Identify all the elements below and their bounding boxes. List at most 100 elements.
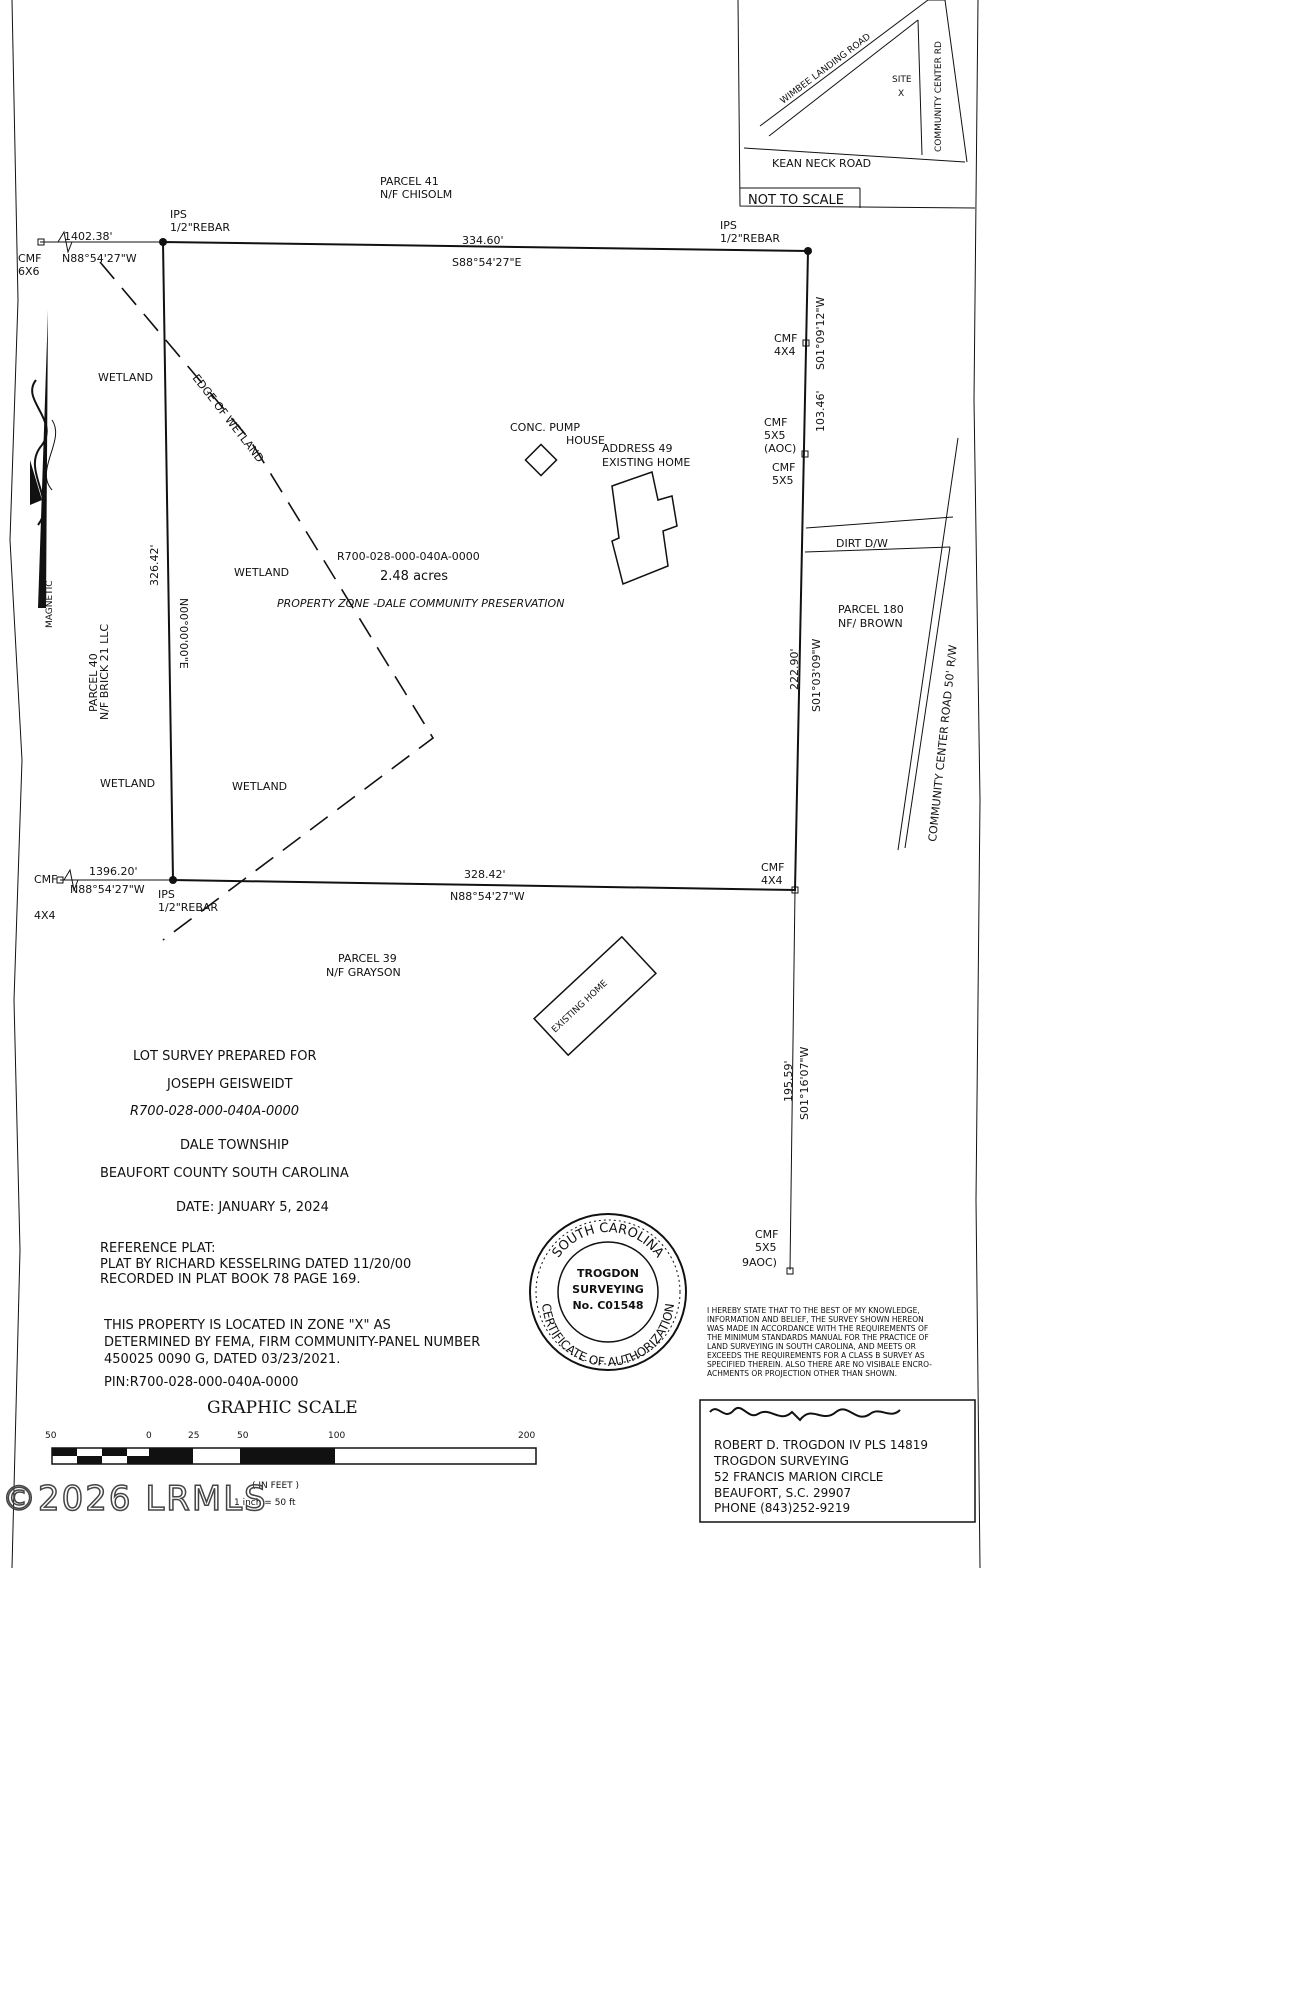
road-right-of-way-line xyxy=(897,437,959,851)
wimbee-road-line xyxy=(759,0,929,127)
vicinity-map: WIMBEE LANDING ROAD COMMUNITY CENTER RD … xyxy=(737,0,976,209)
parcel-40-name: PARCEL 40 xyxy=(87,653,100,712)
seal-state: SOUTH CAROLINA xyxy=(550,1221,667,1261)
e-cmf2-note: (AOC) xyxy=(764,442,796,455)
north-bearing: S88°54'27"E xyxy=(452,256,522,269)
flood-note: THIS PROPERTY IS LOCATED IN ZONE "X" AS … xyxy=(103,1318,480,1390)
se-cmf-size: 4X4 xyxy=(761,874,783,887)
ne-ips-desc: 1/2"REBAR xyxy=(720,232,780,245)
south-home-label: EXISTING HOME xyxy=(550,978,610,1035)
east-top-distance: 103.46' xyxy=(814,390,827,432)
road-and-driveway xyxy=(804,437,959,851)
parcel-180-owner: NF/ BROWN xyxy=(838,617,903,630)
e-cmf1-marker xyxy=(802,339,810,347)
scale-tick-50: 50 xyxy=(237,1431,249,1441)
surveyor-name: ROBERT D. TROGDON IV PLS 14819 xyxy=(714,1438,928,1452)
scale-ratio: 1 inch = 50 ft xyxy=(234,1498,296,1508)
scale-tick-0: 0 xyxy=(146,1431,152,1441)
sw-ips-marker xyxy=(169,876,177,884)
se-cmf-label: CMF xyxy=(761,861,785,874)
edge-of-wetland-line xyxy=(99,261,435,941)
cert-line: INFORMATION AND BELIEF, THE SURVEY SHOWN… xyxy=(707,1315,924,1324)
sw-tie-bearing: N88°54'27"W xyxy=(70,883,145,896)
s-cmf-marker xyxy=(786,1267,794,1275)
parcel-41-owner: N/F CHISOLM xyxy=(380,188,452,201)
cert-line: I HEREBY STATE THAT TO THE BEST OF MY KN… xyxy=(707,1306,920,1315)
east-low-bearing: S01°16'07"W xyxy=(798,1046,811,1120)
cert-line: SPECIFIED THEREIN. ALSO THERE ARE NO VIS… xyxy=(707,1360,932,1369)
township: DALE TOWNSHIP xyxy=(180,1138,289,1153)
east-top-bearing: S01°09'12"W xyxy=(814,296,827,370)
home-existing-label: EXISTING HOME xyxy=(602,456,690,469)
vicinity-site-label: SITE xyxy=(892,75,912,85)
certification-statement: I HEREBY STATE THAT TO THE BEST OF MY KN… xyxy=(706,1306,932,1378)
cert-line: ACHMENTS OR PROJECTION OTHER THAN SHOWN. xyxy=(707,1369,897,1378)
scale-title: GRAPHIC SCALE xyxy=(207,1398,358,1418)
e-cmf2-size: 5X5 xyxy=(764,429,786,442)
seal-certificate: CERTIFICATE OF AUTHORIZATION xyxy=(539,1303,677,1370)
sw-cmf-marker xyxy=(56,876,64,884)
cert-line: WAS MADE IN ACCORDANCE WITH THE REQUIREM… xyxy=(707,1324,928,1333)
survey-date: DATE: JANUARY 5, 2024 xyxy=(176,1200,329,1215)
s-cmf-note: 9AOC) xyxy=(742,1256,777,1269)
e-cmf2-label: CMF xyxy=(764,416,788,429)
surveyor-city: BEAUFORT, S.C. 29907 xyxy=(714,1486,851,1500)
south-bearing: N88°54'27"W xyxy=(450,890,525,903)
se-cmf-marker xyxy=(791,886,799,894)
south-home-shape xyxy=(533,935,657,1057)
parcel-180-name: PARCEL 180 xyxy=(838,603,904,616)
east-mid-distance: 222.90' xyxy=(788,648,801,690)
nw-cmf-label: CMF xyxy=(18,252,42,265)
scale-units: ( IN FEET ) xyxy=(252,1481,299,1491)
flood-line3: 450025 0090 G, DATED 03/23/2021. xyxy=(104,1352,340,1367)
home-address: ADDRESS 49 xyxy=(602,442,673,455)
zone-label: PROPERTY ZONE -DALE COMMUNITY PRESERVATI… xyxy=(277,597,564,610)
scale-tick-25: 25 xyxy=(188,1431,199,1441)
sw-cmf-size: 4X4 xyxy=(34,909,56,922)
pump-house-label-2: HOUSE xyxy=(566,434,605,447)
wetland-label: WETLAND xyxy=(232,780,287,793)
nw-cmf-size: 6X6 xyxy=(18,265,40,278)
lot-boundary xyxy=(40,230,810,1271)
e-cmf1-size: 4X4 xyxy=(774,345,796,358)
west-distance: 326.42' xyxy=(148,544,161,586)
scale-tick-100: 100 xyxy=(328,1431,345,1441)
title-line1: LOT SURVEY PREPARED FOR xyxy=(133,1049,316,1064)
e-cmf3-size: 5X5 xyxy=(772,474,794,487)
surveyor-signature xyxy=(709,1407,901,1422)
nw-cmf-marker xyxy=(37,238,45,246)
cert-line: THE MINIMUM STANDARDS MANUAL FOR THE PRA… xyxy=(706,1333,929,1342)
reference-plat: REFERENCE PLAT: PLAT BY RICHARD KESSELRI… xyxy=(100,1241,411,1287)
nw-ips-label: IPS xyxy=(170,208,187,221)
ne-ips-marker xyxy=(804,247,812,255)
monument-markers xyxy=(37,238,812,1275)
cert-line: EXCEEDS THE REQUIREMENTS FOR A CLASS B S… xyxy=(707,1351,925,1360)
north-arrow-label: MAGNETIC xyxy=(45,580,55,628)
north-distance: 334.60' xyxy=(462,234,504,247)
surveyor-phone: PHONE (843)252-9219 xyxy=(714,1501,850,1515)
wetland-label: WETLAND xyxy=(234,566,289,579)
nw-tie-bearing: N88°54'27"W xyxy=(62,252,137,265)
surveyor-address: 52 FRANCIS MARION CIRCLE xyxy=(714,1470,883,1484)
acreage: 2.48 acres xyxy=(380,569,448,584)
sheet-border xyxy=(9,0,981,1568)
sw-cmf-label: CMF xyxy=(34,873,58,886)
east-mid-bearing: S01°03'09"W xyxy=(810,638,823,712)
vicinity-community-center-road: COMMUNITY CENTER RD xyxy=(934,41,944,152)
edge-of-wetland-label: EDGE OF WETLAND xyxy=(190,372,267,465)
seal-firm: TROGDON xyxy=(577,1267,639,1280)
surveyor-seal: SOUTH CAROLINA CERTIFICATE OF AUTHORIZAT… xyxy=(529,1213,687,1371)
pump-house-label: CONC. PUMP xyxy=(510,421,580,434)
e-cmf3-label: CMF xyxy=(772,461,796,474)
nw-tie-distance: 1402.38' xyxy=(64,230,113,243)
s-cmf-label: CMF xyxy=(755,1228,779,1241)
driveway-label: DIRT D/W xyxy=(836,537,888,550)
sw-ips-label: IPS xyxy=(158,888,175,901)
seal-firm-2: SURVEYING xyxy=(572,1283,644,1296)
title-pin: R700-028-000-040A-0000 xyxy=(130,1104,299,1119)
parcel-41-name: PARCEL 41 xyxy=(380,175,439,188)
surveyor-block: ROBERT D. TROGDON IV PLS 14819 TROGDON S… xyxy=(699,1399,976,1523)
survey-plat: WIMBEE LANDING ROAD COMMUNITY CENTER RD … xyxy=(1,0,981,1568)
vicinity-not-to-scale: NOT TO SCALE xyxy=(748,193,844,208)
nw-ips-desc: 1/2"REBAR xyxy=(170,221,230,234)
